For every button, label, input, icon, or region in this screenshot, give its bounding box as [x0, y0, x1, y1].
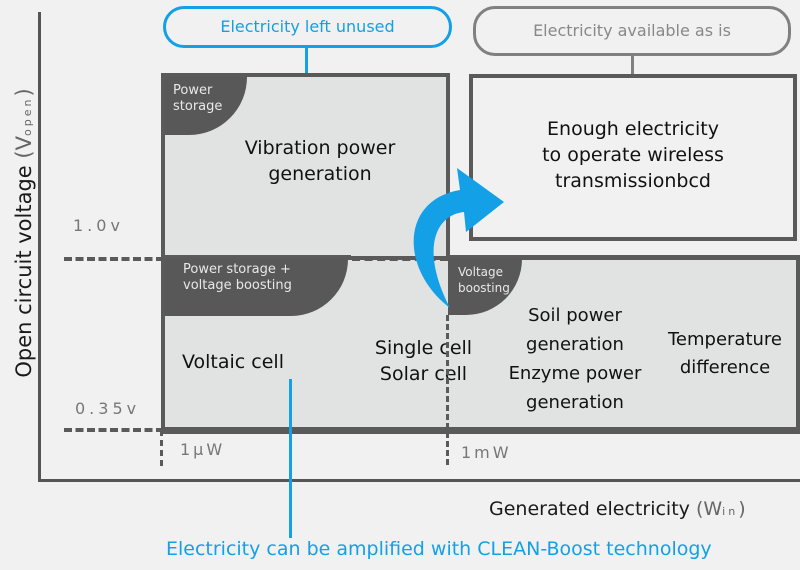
- label-voltaic-cell: Voltaic cell: [182, 351, 284, 373]
- label-temperature-line1: Temperature: [667, 329, 783, 350]
- label-wireless-line3: transmissionbcd: [555, 170, 711, 192]
- label-vibration-line1: Vibration power: [244, 137, 396, 159]
- region-bottom-bottom-edge: [161, 427, 800, 431]
- label-temperature-line2: difference: [679, 357, 771, 378]
- region-bottom-top-edge: [161, 255, 351, 259]
- y-axis-label: Open circuit voltage (Vopen): [12, 43, 42, 423]
- corner-power-storage-boost-line2: voltage boosting: [183, 278, 292, 293]
- x-axis-line: [38, 479, 800, 482]
- label-soil-enzyme: Soil power generation Enzyme power gener…: [500, 301, 650, 417]
- caption-connector: [289, 379, 292, 538]
- label-wireless-line1: Enough electricity: [547, 118, 719, 140]
- x-tick-1uw: 1µW: [180, 440, 226, 459]
- y-tick-1v: 1.0v: [73, 216, 124, 235]
- corner-power-storage-label: Power storage: [173, 83, 223, 114]
- dashed-1v-inner: [352, 257, 448, 261]
- x-tick-1mw: 1mW: [461, 443, 512, 462]
- header-unused-label: Electricity left unused: [220, 17, 395, 36]
- divider-1mw-lower: [446, 315, 449, 465]
- label-soil-line1: Soil power: [528, 305, 622, 326]
- corner-voltage-boosting-line1: Voltage: [458, 265, 504, 279]
- connector-unused: [305, 48, 308, 74]
- curved-arrow-icon: [413, 168, 504, 308]
- label-temperature: Temperature difference: [660, 326, 790, 382]
- label-soil-line2: generation: [526, 334, 624, 355]
- label-vibration-line2: generation: [268, 163, 372, 185]
- corner-power-storage-boost: Power storage + voltage boosting: [165, 259, 348, 316]
- header-unused: Electricity left unused: [163, 6, 452, 48]
- corner-power-storage: Power storage: [165, 77, 247, 135]
- x-axis-label-text: Generated electricity: [489, 498, 690, 520]
- header-available-label: Electricity available as is: [533, 21, 731, 40]
- region-wireless: [469, 74, 797, 241]
- label-wireless: Enough electricity to operate wireless t…: [475, 116, 791, 194]
- label-solar-line1: Single cell: [374, 337, 473, 359]
- label-solar-line2: Solar cell: [379, 363, 468, 385]
- divider-1mw-upper: [446, 73, 450, 258]
- label-enzyme-line2: generation: [526, 392, 624, 413]
- region-bottom-right-top-edge: [446, 255, 800, 259]
- label-enzyme-line1: Enzyme power: [508, 363, 642, 384]
- header-available: Electricity available as is: [473, 6, 791, 56]
- label-solar-cell: Single cell Solar cell: [356, 335, 491, 387]
- x-axis-label: Generated electricity (Win): [489, 498, 746, 520]
- y-gridline-1v: [64, 257, 164, 261]
- y-tick-035v: 0.35v: [75, 399, 141, 418]
- y-axis-unit: (Vopen): [12, 88, 36, 159]
- x-axis-unit: (Win): [695, 498, 746, 520]
- label-vibration: Vibration power generation: [200, 135, 440, 187]
- y-gridline-035v: [64, 428, 164, 432]
- y-axis-label-text: Open circuit voltage: [12, 165, 36, 378]
- label-wireless-line2: to operate wireless: [542, 144, 724, 166]
- connector-available: [631, 56, 634, 76]
- caption-clean-boost: Electricity can be amplified with CLEAN-…: [166, 538, 712, 560]
- y-axis-line: [38, 12, 41, 482]
- corner-power-storage-boost-line1: Power storage +: [183, 262, 291, 277]
- corner-voltage-boosting-line2: boosting: [458, 281, 510, 295]
- x-gridline-1uw: [160, 430, 163, 466]
